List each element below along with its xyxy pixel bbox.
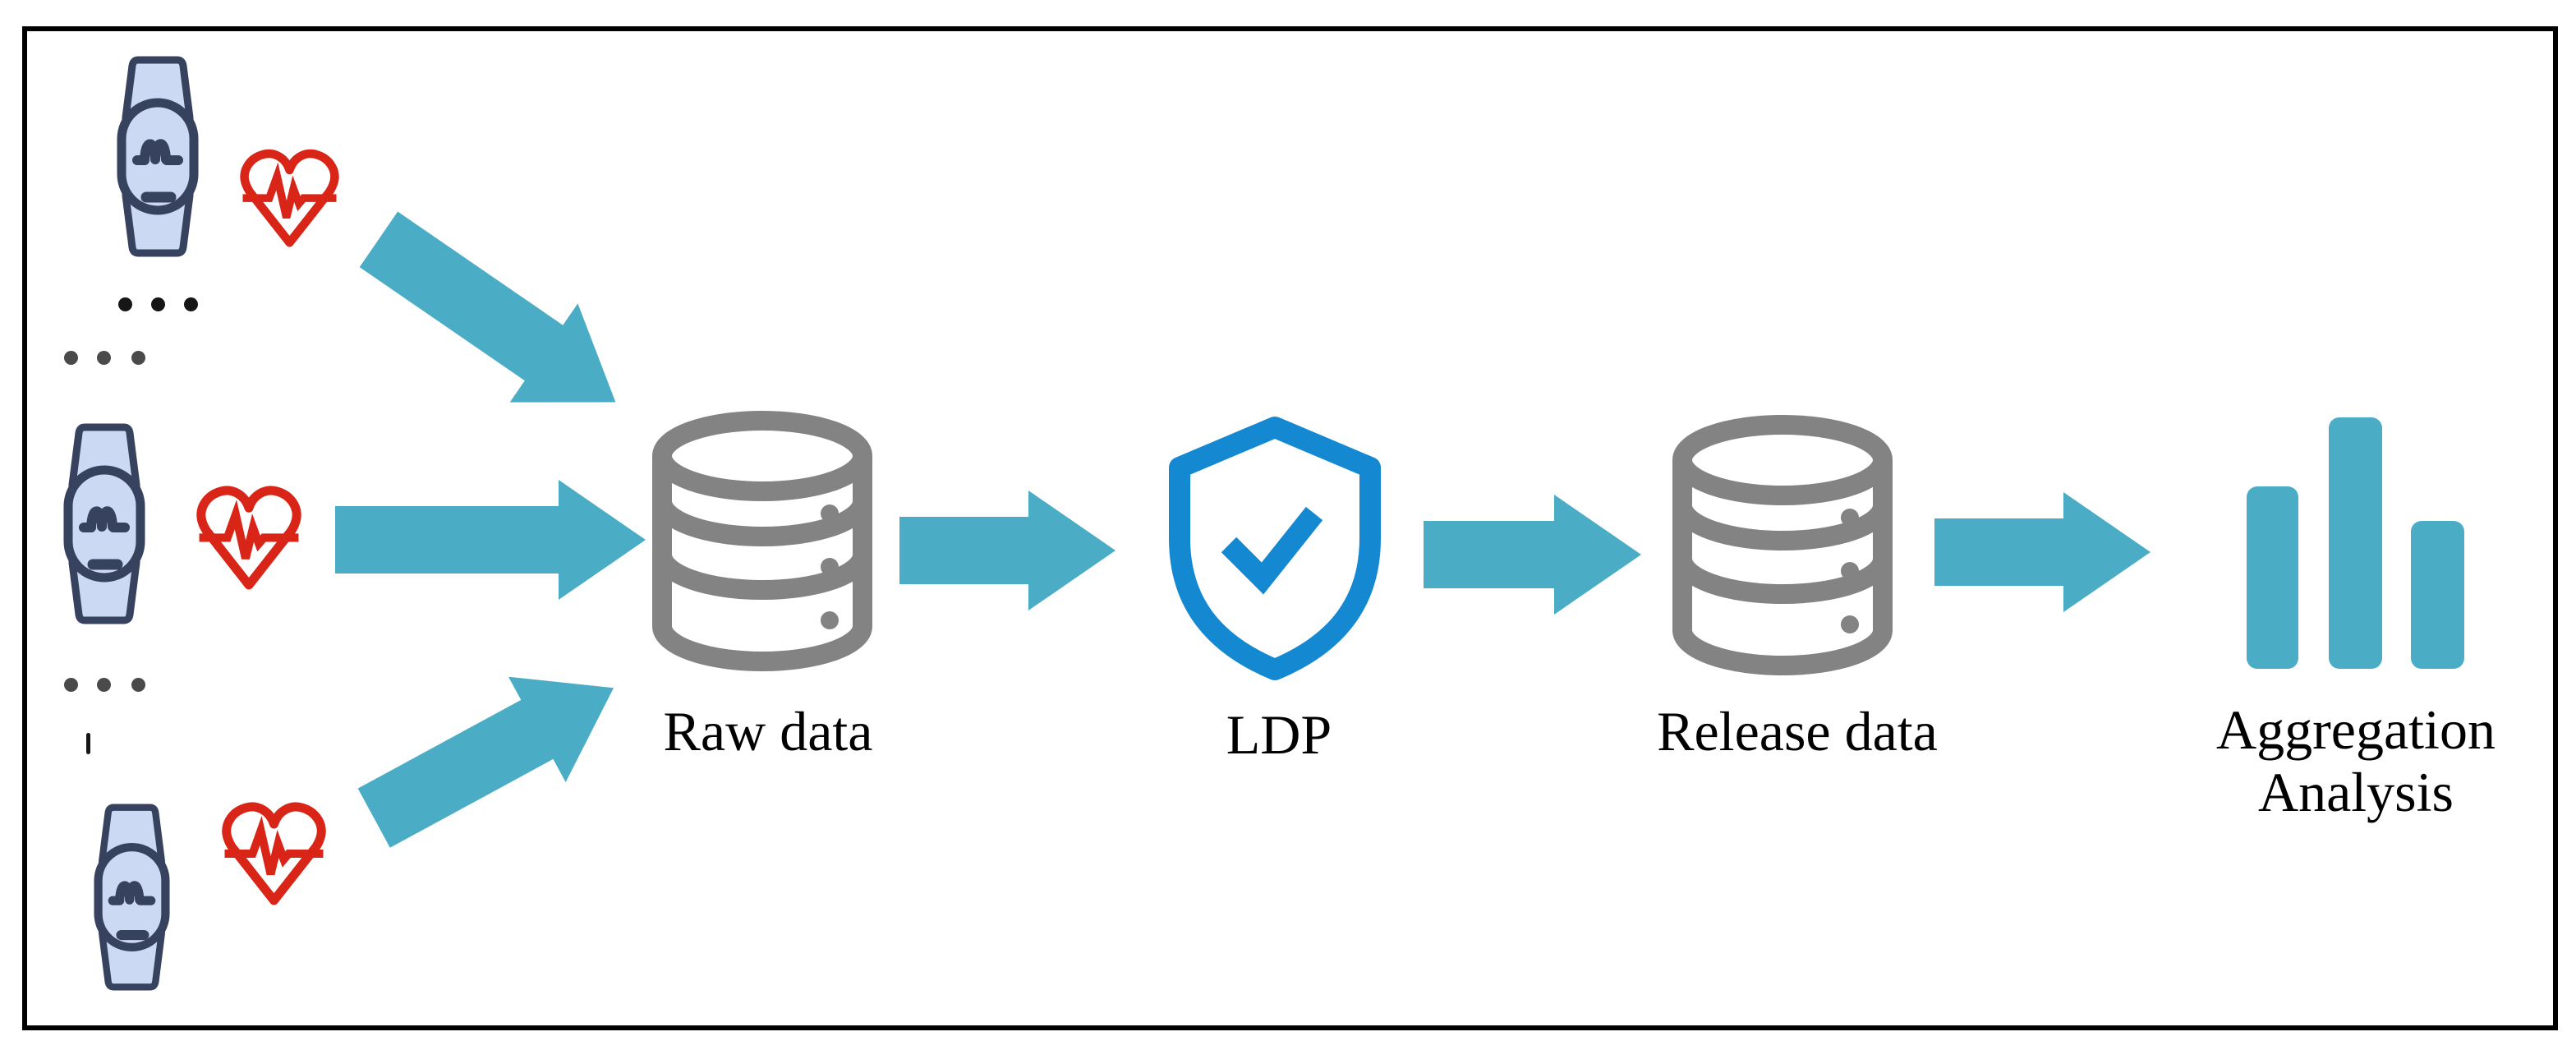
heartbeat-heart-icon xyxy=(235,145,344,257)
fitness-band-icon xyxy=(63,423,145,624)
database-icon xyxy=(651,411,873,671)
ellipsis-dot xyxy=(97,351,111,365)
flow-arrow-icon xyxy=(1424,495,1641,615)
ellipsis-dot xyxy=(131,678,145,692)
fitness-band-icon xyxy=(117,56,199,257)
fitness-band-icon xyxy=(94,795,170,1000)
heartbeat-heart-icon xyxy=(191,485,307,597)
ellipsis-dot xyxy=(131,351,145,365)
shield-check-icon xyxy=(1166,415,1384,682)
bar-chart-icon xyxy=(2247,417,2464,669)
ellipsis-dot xyxy=(118,297,132,311)
flow-arrow-icon xyxy=(1934,492,2150,612)
flow-arrow-icon xyxy=(335,480,646,600)
flow-arrow-icon xyxy=(357,676,614,848)
heartbeat-heart-icon xyxy=(214,801,334,912)
ldp-label: LDP xyxy=(1226,703,1332,766)
figure-border xyxy=(22,26,2558,1030)
flow-arrow-icon xyxy=(359,211,616,403)
raw-data-label: Raw data xyxy=(663,700,873,762)
ellipsis-dot xyxy=(64,678,78,692)
aggregation-label-line1: Aggregation xyxy=(2216,698,2496,761)
ellipsis-tick xyxy=(86,733,90,754)
ellipsis-dot xyxy=(151,297,165,311)
ellipsis-dot xyxy=(97,678,111,692)
flow-arrow-icon xyxy=(899,491,1116,610)
aggregation-label-line2: Analysis xyxy=(2258,761,2454,823)
ellipsis-dot xyxy=(64,351,78,365)
ellipsis-dot xyxy=(184,297,198,311)
release-data-label: Release data xyxy=(1657,700,1938,762)
database-icon xyxy=(1672,415,1893,675)
aggregation-label: Aggregation Analysis xyxy=(2216,698,2496,823)
